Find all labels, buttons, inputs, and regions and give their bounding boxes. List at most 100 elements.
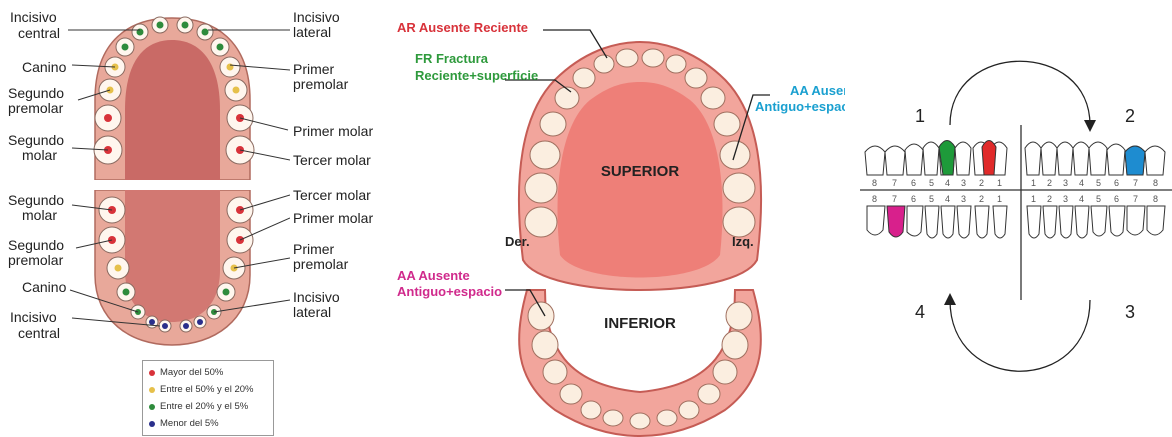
label-segundo-molar-lower-1: Segundo: [8, 192, 64, 208]
tooth-number: 4: [945, 178, 950, 188]
tooth-number: 5: [1096, 194, 1101, 204]
left-arch-svg: Incisivo central Canino Segundo premolar…: [0, 0, 290, 360]
label-segundo-molar-upper-1: Segundo: [8, 132, 64, 148]
legend-item: Menor del 5%: [149, 415, 267, 432]
tooth-number: 3: [1063, 194, 1068, 204]
quadrant-4-label: 4: [915, 302, 925, 322]
legend-label: Menor del 5%: [160, 418, 219, 429]
label-aa-top-line1: AA Ausente: [790, 83, 845, 98]
tooth-number: 8: [872, 194, 877, 204]
upper-teeth-outline: [865, 142, 1165, 175]
tooth-number: 7: [892, 194, 897, 204]
legend-dot-icon: [149, 404, 155, 410]
left-arch-chart: Incisivo central Canino Segundo premolar…: [0, 0, 290, 437]
label-incisivo-central-lower-1: Incisivo: [10, 309, 57, 325]
label-segundo-premolar-upper-1: Segundo: [8, 85, 64, 101]
quadrant-1-label: 1: [915, 106, 925, 126]
lower-teeth-outline: [867, 206, 1165, 238]
tooth-number: 8: [1153, 194, 1158, 204]
legend-dot-icon: [149, 421, 155, 427]
label-segundo-molar-upper-2: molar: [22, 147, 57, 163]
label-incisivo-lateral-upper-2: lateral: [293, 25, 331, 40]
tooth-number: 6: [1114, 178, 1119, 188]
label-incisivo-central-upper-2: central: [18, 25, 60, 41]
label-aa-bottom-line1: AA Ausente: [397, 268, 470, 283]
label-primer-premolar-upper-2: premolar: [293, 77, 348, 92]
label-aa-bottom-line2: Antiguo+espacio: [397, 284, 502, 299]
arrow-up-icon: [944, 293, 956, 305]
tooth-number: 4: [945, 194, 950, 204]
label-canino-upper: Canino: [22, 59, 67, 75]
legend-label: Entre el 50% y el 20%: [160, 384, 253, 395]
tooth-number: 2: [1047, 194, 1052, 204]
tooth-number: 4: [1079, 194, 1084, 204]
label-der: Der.: [505, 234, 530, 249]
arrow-down-icon: [1084, 120, 1096, 132]
quadrant-3-label: 3: [1125, 302, 1135, 322]
tooth-number: 1: [997, 178, 1002, 188]
tooth-number: 8: [872, 178, 877, 188]
legend-item: Entre el 20% y el 5%: [149, 398, 267, 415]
label-superior: SUPERIOR: [601, 163, 680, 180]
legend-dot-icon: [149, 387, 155, 393]
label-incisivo-lateral-lower-1: Incisivo: [293, 290, 340, 305]
arrow-bottom-curve: [950, 300, 1090, 371]
label-izq: Izq.: [732, 234, 754, 249]
arch-separator: [92, 180, 254, 190]
label-primer-molar-upper: Primer molar: [293, 124, 373, 139]
label-segundo-premolar-lower-2: premolar: [8, 252, 64, 268]
legend-item: Entre el 50% y el 20%: [149, 381, 267, 398]
label-primer-premolar-lower-2: premolar: [293, 257, 348, 272]
tooth-number: 1: [1031, 178, 1036, 188]
label-tercer-molar-lower: Tercer molar: [293, 188, 371, 203]
middle-arch-diagram: AR Ausente Reciente FR Fractura Reciente…: [395, 0, 845, 437]
legend-label: Mayor del 50%: [160, 367, 223, 378]
tooth-number: 2: [979, 178, 984, 188]
label-aa-top-line2: Antiguo+espacio: [755, 99, 845, 114]
tooth-number: 4: [1079, 178, 1084, 188]
tooth-absent-recent-red: [982, 141, 996, 176]
label-primer-premolar-lower-1: Primer: [293, 242, 334, 257]
tooth-number: 3: [1063, 178, 1068, 188]
left-chart-right-labels: Incisivo lateral Primer premolar Primer …: [293, 0, 403, 360]
tooth-number: 7: [1133, 178, 1138, 188]
label-canino-lower: Canino: [22, 279, 67, 295]
tooth-number: 5: [1096, 178, 1101, 188]
label-fr-line1: FR Fractura: [415, 51, 489, 66]
quadrant-2-label: 2: [1125, 106, 1135, 126]
tooth-number: 2: [979, 194, 984, 204]
label-inferior: INFERIOR: [604, 315, 676, 332]
label-ar-ausente-reciente: AR Ausente Reciente: [397, 20, 528, 35]
tooth-numbers: 8 7 6 5 4 3 2 1 1 2 3 4 5 6 7 8 8 7 6 5 …: [872, 178, 1158, 204]
tooth-number: 7: [1133, 194, 1138, 204]
tooth-number: 6: [911, 194, 916, 204]
arrow-top-curve: [950, 61, 1090, 125]
label-tercer-molar-upper: Tercer molar: [293, 153, 371, 168]
tooth-number: 3: [961, 194, 966, 204]
upper-palate: [125, 40, 220, 180]
legend-label: Entre el 20% y el 5%: [160, 401, 248, 412]
legend-item: Mayor del 50%: [149, 364, 267, 381]
label-primer-premolar-upper-1: Primer: [293, 62, 334, 77]
label-segundo-molar-lower-2: molar: [22, 207, 57, 223]
middle-arch-svg: AR Ausente Reciente FR Fractura Reciente…: [395, 0, 845, 437]
quadrant-chart: 1 2 3 4 8 7 6 5 4 3 2 1 1 2 3 4 5 6 7 8 …: [855, 0, 1172, 437]
tooth-number: 5: [929, 194, 934, 204]
tooth-number: 3: [961, 178, 966, 188]
label-segundo-premolar-upper-2: premolar: [8, 100, 64, 116]
tooth-number: 5: [929, 178, 934, 188]
tooth-absent-old-blue: [1125, 146, 1145, 175]
tooth-number: 6: [911, 178, 916, 188]
caries-legend: Mayor del 50% Entre el 50% y el 20% Entr…: [142, 360, 274, 436]
label-fr-line2: Reciente+superficie: [415, 68, 538, 83]
tooth-number: 2: [1047, 178, 1052, 188]
label-segundo-premolar-lower-1: Segundo: [8, 237, 64, 253]
tooth-number: 1: [997, 194, 1002, 204]
tooth-number: 8: [1153, 178, 1158, 188]
label-incisivo-central-upper-1: Incisivo: [10, 9, 57, 25]
tooth-number: 7: [892, 178, 897, 188]
tongue: [125, 190, 220, 322]
legend-dot-icon: [149, 370, 155, 376]
tooth-number: 1: [1031, 194, 1036, 204]
tooth-absent-old-magenta: [887, 206, 905, 237]
